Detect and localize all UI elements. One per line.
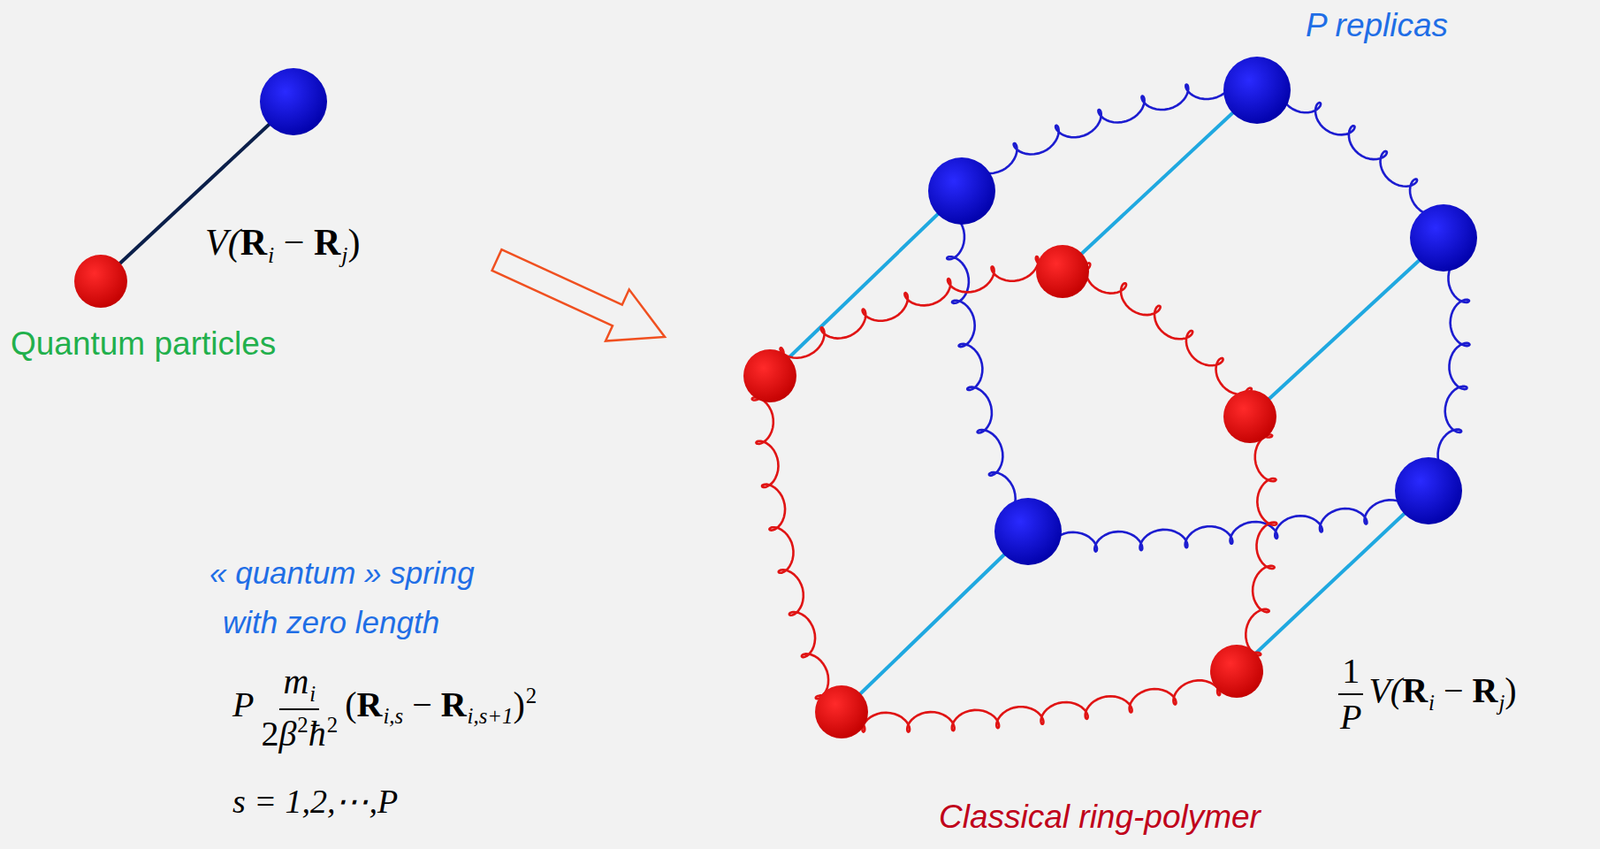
- denominator: 2β2ħ2: [257, 709, 342, 754]
- interaction-line: [100, 101, 294, 282]
- formula-symbol: R: [357, 684, 383, 724]
- numerator: mi: [279, 662, 320, 710]
- quantum-spring: [752, 256, 1278, 732]
- formula-symbol: R: [313, 221, 341, 263]
- formula-symbol: ): [512, 684, 525, 724]
- ring-polymer-label: Classical ring-polymer: [938, 798, 1261, 837]
- fraction: mi2β2ħ2: [257, 662, 342, 754]
- formula-symbol: m: [282, 661, 309, 701]
- formula-symbol: R: [240, 221, 267, 263]
- formula-symbol: j: [1498, 690, 1505, 715]
- spring-note: with zero length: [222, 604, 440, 640]
- formula-symbol: β: [278, 713, 297, 754]
- formula-symbol: −: [411, 684, 433, 724]
- replicas-label: P replicas: [1305, 7, 1448, 46]
- formula-symbol: R: [1401, 670, 1428, 710]
- formula-symbol: i,s+1: [467, 703, 514, 728]
- replica-links: [769, 90, 1444, 712]
- formula-symbol: (: [344, 684, 357, 724]
- denominator: P: [1336, 694, 1365, 737]
- formula-symbol: ): [348, 221, 361, 263]
- spring-note: « quantum » spring: [209, 555, 475, 591]
- bead-index: s = 1,2,⋯,P: [232, 782, 398, 822]
- transform-arrow: [485, 234, 678, 363]
- red-particle: [74, 254, 128, 308]
- blue-particle: [259, 68, 328, 136]
- formula-symbol: ): [1504, 670, 1517, 710]
- blue-beads: [928, 56, 1478, 565]
- scaled-potential-formula: 1PV(Ri−Rj): [1333, 651, 1517, 737]
- spring-formula: Pmi2β2ħ2(Ri,s−Ri,s+1)2: [232, 662, 537, 754]
- numerator: 1: [1338, 651, 1364, 695]
- formula-symbol: i,s: [382, 703, 404, 728]
- formula-symbol: 2: [525, 683, 537, 708]
- formula-symbol: V(: [1368, 670, 1402, 710]
- formula-symbol: i: [1428, 690, 1435, 715]
- formula-symbol: ħ: [308, 713, 327, 754]
- formula-symbol: 2: [327, 712, 338, 737]
- formula-symbol: 2: [297, 712, 308, 737]
- fraction: 1P: [1336, 651, 1365, 737]
- red-beads: [743, 244, 1277, 739]
- formula-symbol: j: [341, 242, 348, 268]
- formula-symbol: V(: [205, 221, 241, 263]
- formula-symbol: −: [283, 221, 305, 263]
- ring-springs: [752, 75, 1471, 732]
- potential-formula: V(Ri−Rj): [205, 221, 361, 269]
- quantum-spring: [943, 75, 1470, 552]
- formula-symbol: 1: [1341, 650, 1360, 691]
- formula-symbol: i: [267, 242, 275, 268]
- quantum-particles-label: Quantum particles: [10, 325, 276, 364]
- formula-symbol: −: [1443, 670, 1464, 710]
- formula-symbol: 2: [260, 713, 279, 754]
- formula-symbol: i: [309, 681, 316, 706]
- formula-symbol: P: [232, 684, 254, 724]
- formula-symbol: R: [441, 684, 467, 724]
- formula-symbol: R: [1472, 670, 1499, 710]
- formula-symbol: P: [1340, 696, 1362, 737]
